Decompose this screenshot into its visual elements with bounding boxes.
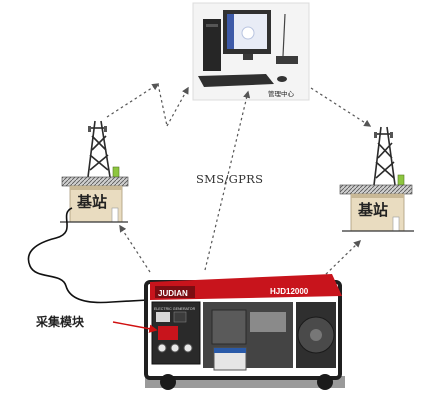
panel-switch: [173, 311, 187, 323]
door-right: [392, 216, 400, 232]
gprs-modem: [276, 56, 298, 64]
brand-badge: [155, 286, 195, 298]
roof-left: [61, 176, 129, 187]
panel-socket: [170, 343, 180, 353]
management-center: 管理中心: [192, 2, 310, 101]
collection-module-label: 采集模块: [35, 314, 85, 329]
base-station-left-label: 基站: [76, 193, 107, 211]
building-left-band: [70, 186, 122, 190]
engine-cover: [211, 309, 247, 345]
panel-socket: [157, 343, 167, 353]
generator-tank: [150, 274, 342, 300]
antenna-panel: [88, 126, 91, 132]
link-generator-to-left: [119, 224, 151, 273]
battery-label-band: [214, 348, 246, 353]
link-left-to-center: [106, 83, 160, 118]
antenna-panel: [104, 126, 107, 132]
base-station-right: 基站: [339, 126, 414, 232]
pc-drive-bay: [206, 24, 218, 27]
panel-socket: [183, 343, 193, 353]
collection-module-pointer: [112, 321, 158, 333]
generator: JUDIAN HJD12000 ELECTRIC GENERATOR: [144, 274, 345, 390]
collection-module-box: [158, 326, 178, 340]
tower-left: [87, 120, 111, 178]
generator-brand: JUDIAN: [158, 289, 188, 298]
building-right-band: [351, 194, 404, 198]
modem-antenna: [282, 13, 286, 57]
base-station-left: 基站: [60, 120, 129, 223]
link-generator-to-right: [321, 239, 362, 279]
sms-gprs-label: SMS/GPRS: [196, 172, 263, 186]
wheel-rear: [317, 374, 333, 390]
antenna-panel: [390, 132, 393, 138]
base-station-right-label: 基站: [357, 201, 388, 219]
keyboard: [198, 74, 274, 87]
generator-model: HJD12000: [270, 287, 309, 296]
link-center-to-right: [310, 87, 372, 127]
wireless-links: [106, 83, 372, 279]
pc-tower: [203, 19, 221, 71]
screen-glow: [241, 26, 255, 40]
monitor-stand: [243, 54, 253, 60]
wired-cable: [27, 207, 149, 304]
roof-right: [339, 184, 413, 195]
management-center-label: 管理中心: [268, 89, 295, 98]
panel-meter: [156, 312, 170, 322]
screen-sidebar: [227, 14, 234, 49]
link-left-zigzag-2: [166, 86, 189, 127]
door-left: [111, 207, 119, 223]
wheel-front: [160, 374, 176, 390]
panel-caption: ELECTRIC GENERATOR: [154, 307, 196, 311]
air-filter: [250, 312, 286, 332]
mouse: [277, 76, 287, 82]
alternator-hub: [310, 329, 322, 341]
link-left-zigzag: [157, 83, 168, 127]
antenna-panel: [374, 132, 377, 138]
tower-right: [373, 126, 396, 186]
